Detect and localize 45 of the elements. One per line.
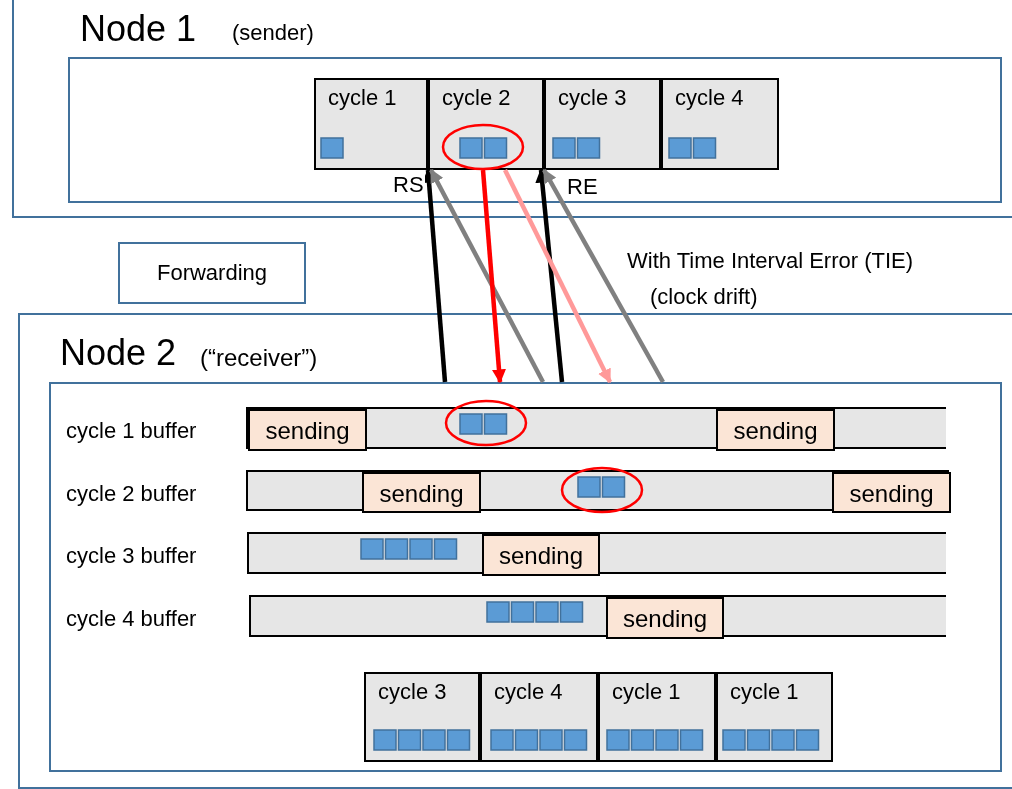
buffer-label: cycle 1 buffer bbox=[66, 418, 197, 444]
panel-title: Node 2 bbox=[60, 332, 177, 374]
forwarding-box bbox=[118, 242, 306, 304]
arrow bbox=[422, 168, 448, 383]
buffer-label: cycle 4 buffer bbox=[66, 606, 197, 632]
node-panel bbox=[12, 0, 1012, 218]
sending-slot bbox=[832, 472, 951, 513]
buffer-label: cycle 3 buffer bbox=[66, 543, 197, 569]
sending-slot bbox=[248, 409, 367, 451]
cycle-label: cycle 3 bbox=[558, 85, 627, 111]
sending-label: sending bbox=[497, 542, 585, 570]
sending-slot bbox=[606, 597, 724, 639]
sending-label: sending bbox=[264, 417, 351, 445]
note-text: With Time Interval Error (TIE) bbox=[627, 248, 914, 274]
arrow bbox=[429, 168, 545, 384]
sending-label: sending bbox=[378, 480, 465, 508]
cycle-label: cycle 2 bbox=[442, 85, 511, 111]
cycle-label: cycle 1 bbox=[612, 679, 681, 705]
arrow bbox=[542, 168, 665, 384]
cycle-label: cycle 4 bbox=[494, 679, 563, 705]
panel-title: Node 1 bbox=[80, 8, 197, 50]
arrow bbox=[480, 169, 506, 384]
buffer-label: cycle 2 buffer bbox=[66, 481, 197, 507]
cycle-slot bbox=[661, 78, 779, 170]
node-panel bbox=[18, 313, 1012, 789]
cycle-slot bbox=[314, 78, 428, 170]
sending-slot bbox=[716, 409, 835, 451]
sending-label: sending bbox=[732, 417, 819, 445]
sending-slot bbox=[362, 472, 481, 513]
node-frame bbox=[49, 382, 1002, 772]
panel-subtitle: (“receiver”) bbox=[200, 344, 318, 372]
note-text: (clock drift) bbox=[650, 284, 758, 310]
cycle-label: cycle 1 bbox=[730, 679, 799, 705]
box-label: Forwarding bbox=[155, 260, 268, 286]
cycle-label: cycle 3 bbox=[378, 679, 447, 705]
cycle-label: cycle 1 bbox=[328, 85, 397, 111]
sending-label: sending bbox=[848, 480, 935, 508]
node-frame bbox=[68, 57, 1002, 203]
arrow bbox=[535, 168, 565, 383]
panel-subtitle: (sender) bbox=[232, 20, 314, 46]
arrow bbox=[503, 169, 612, 384]
cycle-label: cycle 4 bbox=[675, 85, 744, 111]
cycle-slot bbox=[544, 78, 661, 170]
sending-label: sending bbox=[621, 605, 709, 633]
sending-slot bbox=[482, 534, 600, 576]
